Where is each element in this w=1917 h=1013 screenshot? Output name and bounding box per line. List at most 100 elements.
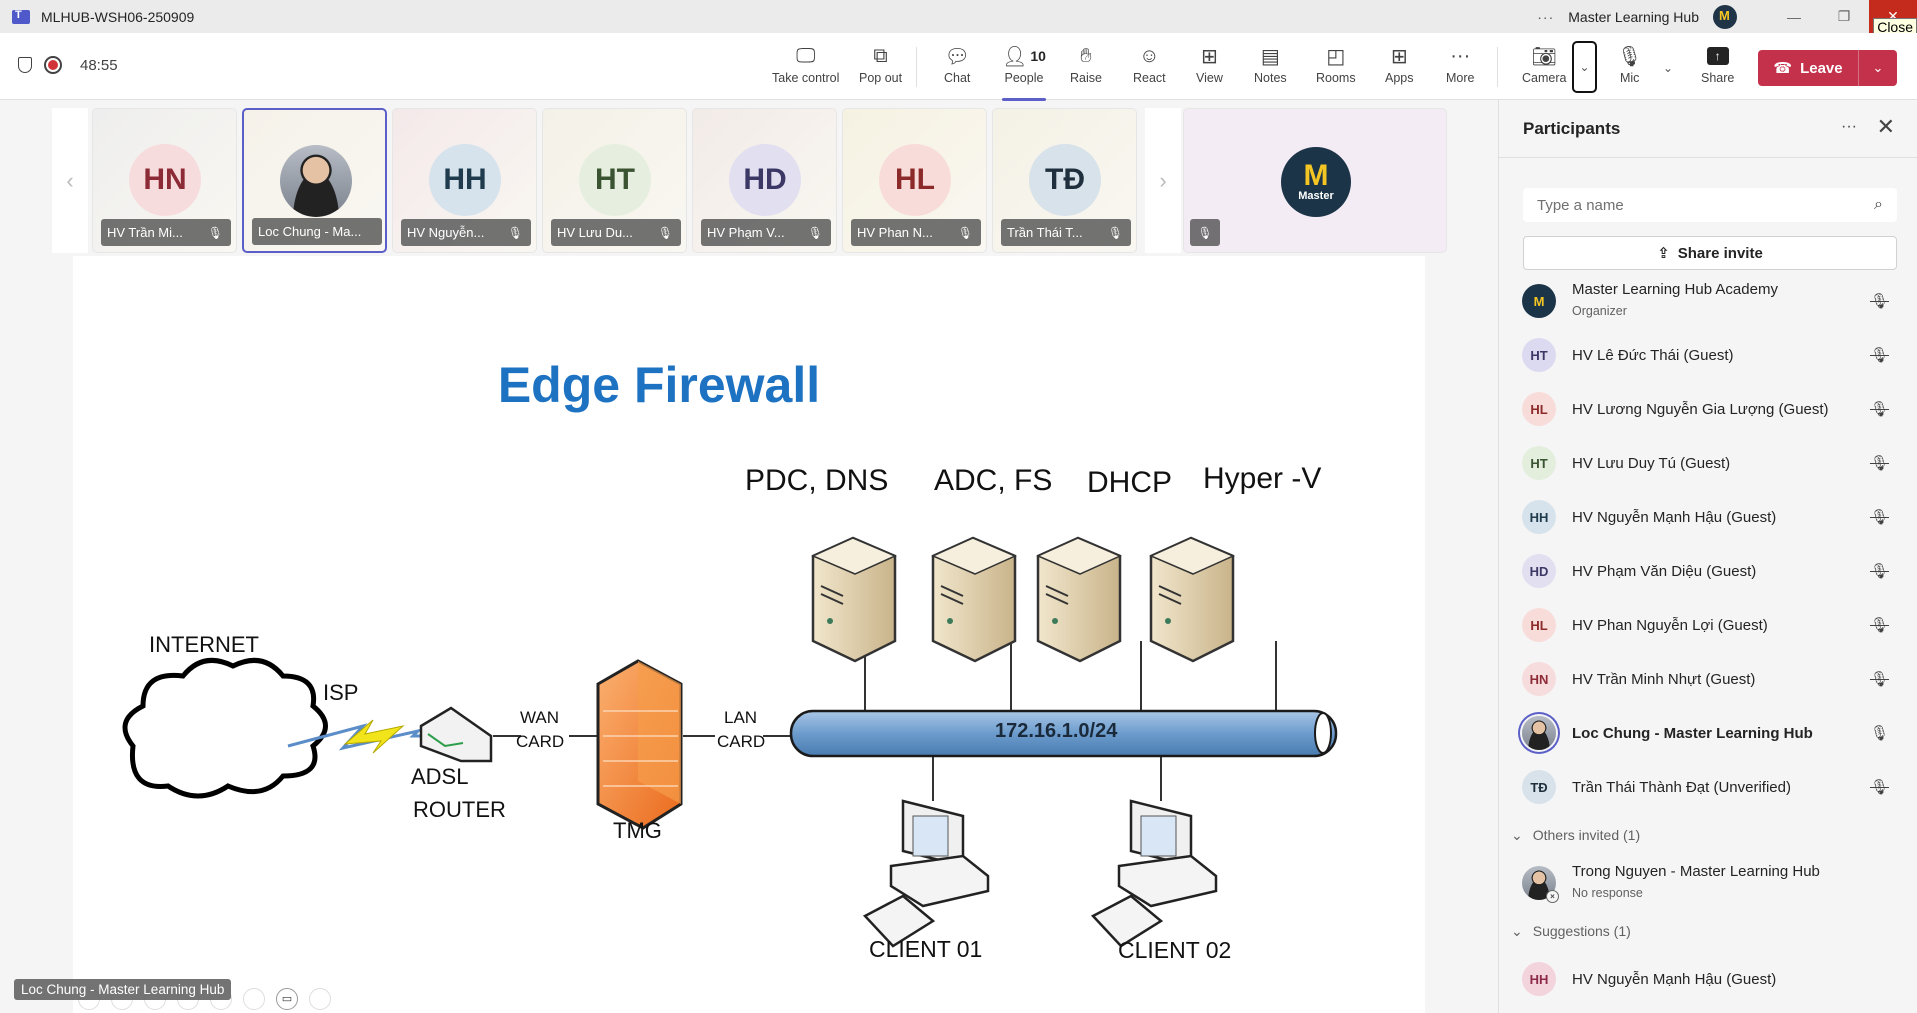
- avatar: HL: [1522, 392, 1556, 426]
- participant-search-input[interactable]: Type a name ⌕: [1523, 188, 1897, 222]
- mic-options-chevron[interactable]: ⌄: [1663, 61, 1674, 75]
- mic-off-icon[interactable]: 🎙︎: [1869, 563, 1889, 580]
- mic-off-icon[interactable]: 🎙︎: [1869, 401, 1889, 418]
- panel-close-button[interactable]: ✕: [1876, 114, 1895, 139]
- org-name[interactable]: Master Learning Hub: [1568, 8, 1699, 25]
- notes-button[interactable]: ▤ Notes: [1254, 43, 1287, 93]
- tile-name-label: HV Trần Mi...🎙︎: [101, 219, 231, 246]
- avatar: HT: [1522, 446, 1556, 480]
- avatar: HN: [1522, 662, 1556, 696]
- participant-name: HV Lê Đức Thái (Guest): [1572, 346, 1734, 364]
- account-avatar[interactable]: [1713, 4, 1737, 29]
- mic-on-icon[interactable]: 🎙︎: [1869, 725, 1889, 742]
- camera-options-chevron[interactable]: ⌄: [1572, 41, 1597, 93]
- presenter-name-label: Loc Chung - Master Learning Hub: [14, 979, 232, 1000]
- camera-button[interactable]: 📷︎ Camera: [1522, 43, 1566, 93]
- tiles-prev-button[interactable]: ‹: [52, 108, 88, 253]
- participant-tile[interactable]: TĐ Trần Thái T...🎙︎: [992, 108, 1137, 253]
- mic-off-icon[interactable]: 🎙︎: [1869, 779, 1889, 796]
- participant-name: HV Nguyễn Mạnh Hậu (Guest): [1572, 508, 1777, 526]
- share-icon: ⇪: [1657, 245, 1670, 262]
- slide-control-button[interactable]: [309, 988, 331, 1010]
- participant-tile[interactable]: Loc Chung - Ma...: [242, 108, 387, 253]
- toolbar-divider: [1497, 47, 1498, 87]
- adsl-router: [419, 706, 493, 763]
- mic-off-icon[interactable]: 🎙︎: [1869, 671, 1889, 688]
- lightning-bolt: [343, 719, 405, 754]
- people-button[interactable]: 👤︎10 People: [1002, 43, 1046, 101]
- tiles-next-button[interactable]: ›: [1145, 108, 1181, 253]
- others-invited-section[interactable]: ⌄Others invited (1): [1511, 826, 1641, 844]
- tile-name-label: Trần Thái T...🎙︎: [1001, 219, 1131, 246]
- suggestions-section[interactable]: ⌄Suggestions (1): [1511, 922, 1631, 940]
- rooms-icon: ◰: [1326, 45, 1346, 68]
- share-invite-button[interactable]: ⇪ Share invite: [1523, 236, 1897, 270]
- pop-out-icon: ⧉: [873, 44, 888, 67]
- participant-name: Trần Thái Thành Đạt (Unverified): [1572, 778, 1791, 796]
- title-bar: MLHUB-WSH06-250909 ··· Master Learning H…: [0, 0, 1917, 36]
- avatar: TĐ: [1029, 144, 1101, 216]
- grid-icon: ⊞: [1201, 45, 1218, 68]
- window-title: MLHUB-WSH06-250909: [41, 8, 195, 25]
- apps-button[interactable]: ⊞ Apps: [1385, 43, 1414, 93]
- hyperv-server: [1149, 536, 1235, 663]
- minimize-button[interactable]: —: [1787, 8, 1801, 25]
- mic-off-icon[interactable]: 🎙︎: [1869, 455, 1889, 472]
- leave-options-chevron[interactable]: ⌄: [1872, 60, 1884, 75]
- raise-hand-button[interactable]: ✋︎ Raise: [1070, 44, 1102, 86]
- rooms-button[interactable]: ◰ Rooms: [1316, 43, 1356, 93]
- slide-control-button[interactable]: [243, 988, 265, 1010]
- participant-row[interactable]: TĐ Trần Thái Thành Đạt (Unverified) 🎙︎: [1499, 760, 1917, 814]
- tile-name-label: HV Phan N...🎙︎: [851, 219, 981, 246]
- dhcp-server: [1036, 536, 1122, 663]
- mic-off-icon[interactable]: 🎙︎: [1869, 617, 1889, 634]
- mic-off-icon[interactable]: 🎙︎: [1869, 347, 1889, 364]
- pop-out-button[interactable]: ⧉ Pop out: [859, 44, 903, 86]
- participant-row[interactable]: HT HV Lưu Duy Tú (Guest) 🎙︎: [1499, 436, 1917, 490]
- take-control-button[interactable]: 🖵 Take control: [772, 44, 840, 86]
- participant-role: Organizer: [1572, 304, 1627, 318]
- smiley-icon: ☺: [1139, 44, 1160, 67]
- participant-name: Trong Nguyen - Master Learning Hub: [1572, 863, 1820, 880]
- mic-button[interactable]: 🎙︎ Mic: [1617, 43, 1642, 93]
- mic-off-icon[interactable]: 🎙︎: [1869, 509, 1889, 526]
- people-icon: 👤︎10: [1002, 45, 1046, 68]
- avatar: TĐ: [1522, 770, 1556, 804]
- restore-button[interactable]: ❐: [1837, 8, 1851, 24]
- view-button[interactable]: ⊞ View: [1196, 43, 1223, 93]
- participant-row[interactable]: Loc Chung - Master Learning Hub🎙︎: [1499, 706, 1917, 760]
- mic-off-icon: 🎙︎: [507, 225, 523, 240]
- recording-icon[interactable]: [44, 56, 62, 74]
- slide-title: Edge Firewall: [497, 357, 821, 413]
- react-button[interactable]: ☺ React: [1133, 44, 1166, 86]
- adc-fs-server: [931, 536, 1017, 663]
- panel-more-button[interactable]: ···: [1841, 118, 1857, 135]
- video-icon[interactable]: ▭: [276, 988, 298, 1010]
- chat-button[interactable]: 💬︎ Chat: [944, 43, 970, 93]
- leave-button[interactable]: ☎︎Leave ⌄: [1758, 50, 1897, 86]
- avatar: HH: [429, 144, 501, 216]
- share-button[interactable]: ↑ Share: [1701, 47, 1735, 85]
- mic-off-icon[interactable]: 🎙︎: [1869, 293, 1889, 310]
- participant-name: HV Lưu Duy Tú (Guest): [1572, 454, 1731, 472]
- chevron-down-icon: ⌄: [1511, 922, 1523, 939]
- organizer-tile[interactable]: M Master 🎙︎: [1183, 108, 1447, 253]
- shield-icon[interactable]: [18, 57, 32, 73]
- more-button[interactable]: ··· More: [1446, 44, 1475, 86]
- more-options-icon[interactable]: ···: [1537, 8, 1555, 25]
